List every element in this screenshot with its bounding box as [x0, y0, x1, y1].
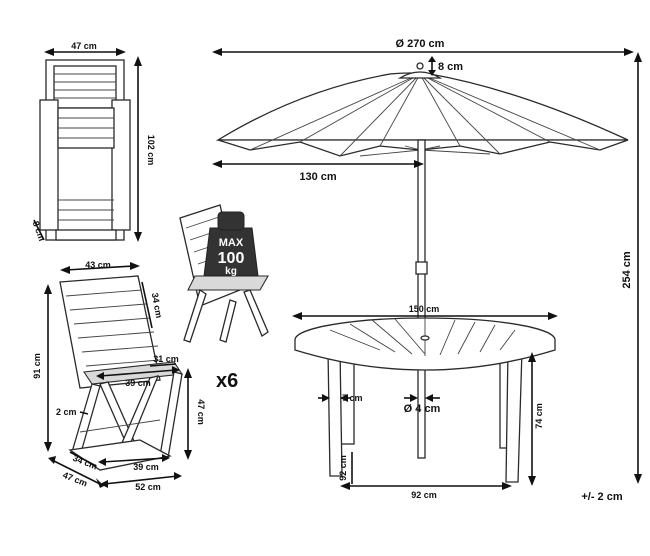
label-seat-width: 39 cm — [125, 378, 151, 388]
table-drawing — [294, 317, 556, 483]
label-umbrella-diameter: Ø 270 cm — [396, 38, 445, 50]
label-umbrella-radius: 130 cm — [299, 171, 337, 183]
weight-chair-drawing — [179, 204, 269, 343]
label-tolerance: +/- 2 cm — [581, 491, 622, 503]
label-chair-back-height: 34 cm — [150, 292, 164, 319]
umbrella-drawing — [215, 62, 629, 459]
label-table-diameter: 150 cm — [409, 304, 440, 314]
label-foot-depth: 47 cm — [61, 470, 88, 489]
label-table-leg: 7 cm — [342, 393, 363, 403]
label-table-foot-depth: 92 cm — [338, 455, 348, 481]
label-folded-width: 47 cm — [71, 41, 97, 51]
label-table-feet-spacing: 92 cm — [411, 490, 437, 500]
label-seat-height: 47 cm — [196, 399, 206, 425]
dimension-labels: Ø 270 cm 8 cm 130 cm 254 cm 150 cm 7 cm … — [31, 38, 633, 503]
label-foot-width: 52 cm — [135, 482, 161, 492]
badge-line-3: kg — [225, 266, 237, 277]
label-umbrella-top: 8 cm — [438, 61, 463, 73]
folded-chair-drawing — [39, 59, 131, 241]
badge-line-2: 100 — [218, 250, 245, 267]
label-total-height: 254 cm — [621, 251, 633, 289]
badge-line-1: MAX — [219, 237, 244, 249]
dining-chair-drawing — [59, 275, 183, 471]
label-armrest-gap: 2 cm — [56, 407, 77, 417]
label-chair-height: 91 cm — [32, 353, 42, 379]
label-chair-back-width: 43 cm — [85, 260, 111, 270]
label-folded-height: 102 cm — [146, 135, 156, 166]
label-pole-hole: Ø 4 cm — [404, 403, 441, 415]
label-base-width: 39 cm — [133, 462, 159, 472]
label-table-height: 74 cm — [534, 403, 544, 429]
quantity-label: x6 — [216, 370, 238, 392]
dimension-lines — [33, 48, 642, 490]
label-seat-depth-top: 31 cm — [153, 354, 179, 364]
